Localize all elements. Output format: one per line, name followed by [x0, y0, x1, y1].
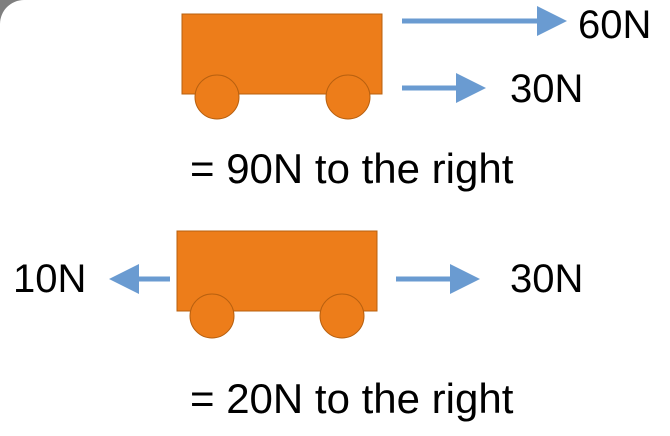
force-label-60n: 60N — [578, 3, 651, 47]
force-label-30n-bottom: 30N — [510, 257, 583, 301]
scenario-1: 60N 30N = 90N to the right — [181, 3, 651, 192]
result-2: = 20N to the right — [190, 375, 514, 422]
cart-wheel-left — [189, 293, 235, 339]
force-label-10n: 10N — [13, 257, 86, 301]
cart-wheel-right — [319, 293, 365, 339]
cart-wheel-right — [325, 74, 371, 120]
cart-1 — [181, 13, 383, 120]
cart-2 — [176, 230, 378, 339]
scenario-2: 10N 30N = 20N to the right — [13, 230, 583, 422]
force-label-30n-top: 30N — [510, 67, 583, 111]
corner-decoration — [0, 0, 24, 24]
result-1: = 90N to the right — [190, 145, 514, 192]
cart-wheel-left — [194, 74, 240, 120]
